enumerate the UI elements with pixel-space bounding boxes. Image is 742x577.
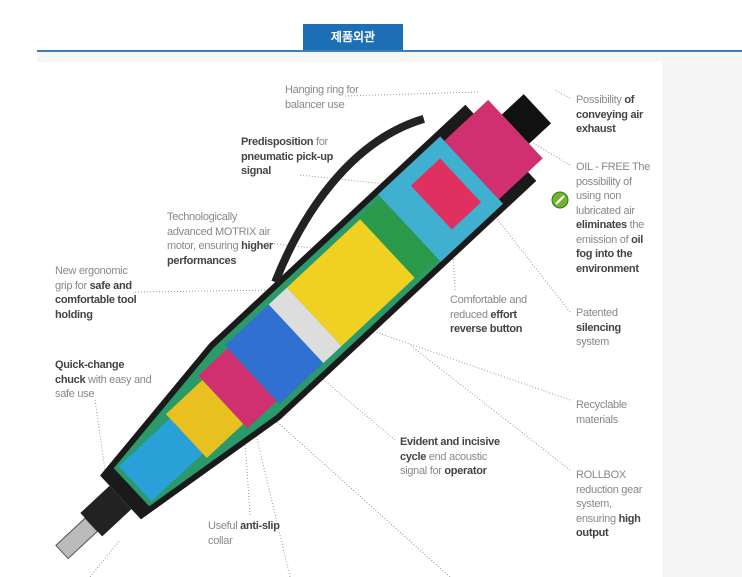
side-panel (662, 62, 742, 577)
label-air-exhaust: Possibility of conveying air exhaust (576, 94, 644, 135)
hanging-ring (271, 115, 425, 284)
label-acoustic-signal: Evident and incisive cycle end acoustic … (400, 436, 500, 477)
chuck-bit (55, 517, 99, 560)
header-strip (37, 52, 742, 62)
label-ergonomic-grip: New ergonomic grip for safe and comforta… (55, 265, 137, 321)
label-anti-slip: Useful anti-slip collar (208, 520, 280, 547)
label-pickup-signal: Predisposition for pneumatic pick-up sig… (241, 136, 334, 177)
tab-product-appearance[interactable]: 제품외관 (303, 24, 403, 50)
label-quick-change-chuck: Quick-change chuck with easy and safe us… (55, 359, 152, 400)
header-divider (37, 50, 742, 52)
label-oil-free: OIL - FREE The possibility of using non … (576, 161, 651, 275)
label-rollbox: ROLLBOX reduction gear system, ensuring … (576, 469, 643, 539)
label-recyclable: Recyclable materials (576, 399, 627, 426)
label-hanging-ring: Hanging ring for balancer use (285, 84, 359, 111)
label-reverse-button: Comfortable and reduced effort reverse b… (450, 294, 527, 335)
label-silencing: Patented silencing system (576, 307, 621, 348)
label-motrix-motor: Technologically advanced MOTRIX air moto… (167, 211, 273, 267)
